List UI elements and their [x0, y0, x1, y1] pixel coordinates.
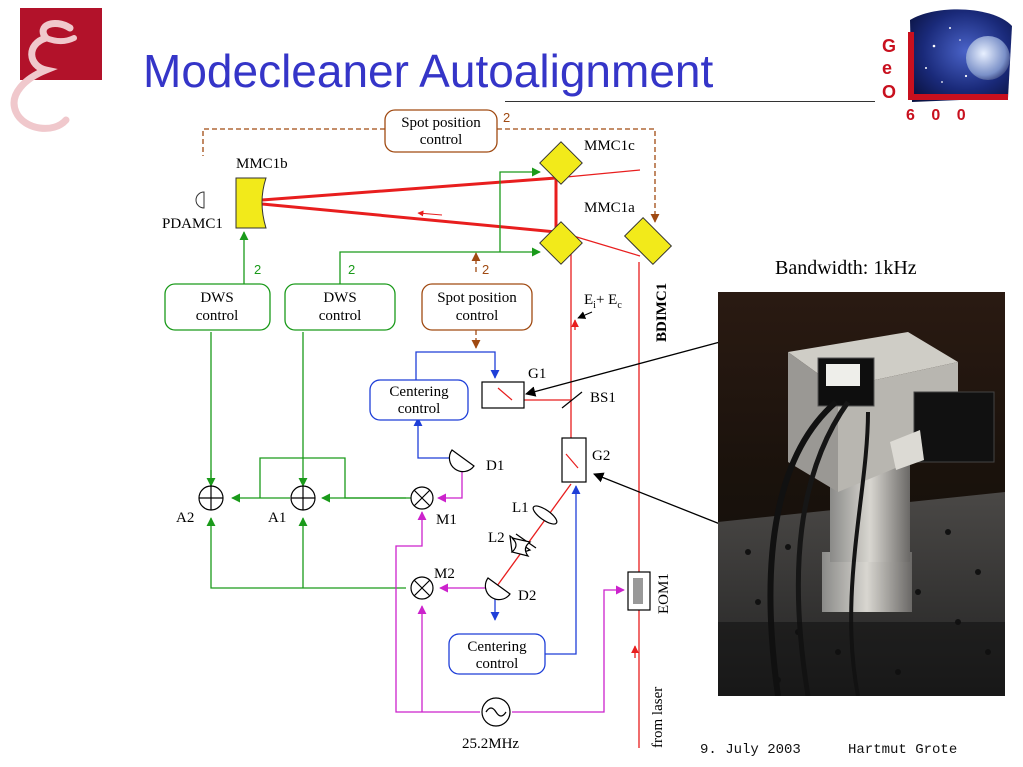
spot-top-line1: Spot position — [401, 115, 481, 131]
label-bdimc1: BDIMC1 — [654, 283, 670, 342]
g2-detector — [561, 437, 587, 483]
label-bs1: BS1 — [590, 390, 616, 406]
dws1-line1: DWS — [200, 290, 233, 306]
label-m2: M2 — [434, 566, 455, 582]
mount-photo — [718, 292, 1005, 696]
label-mmc1b: MMC1b — [236, 156, 288, 172]
logo-600: 6 0 0 — [906, 107, 972, 124]
m2-mixer — [410, 576, 434, 600]
label-n-dws2: 2 — [348, 262, 355, 277]
a2-adder — [198, 485, 224, 511]
label-g1: G1 — [528, 366, 546, 382]
centering-box-1 — [369, 379, 469, 421]
footer-date: 9. July 2003 — [700, 742, 801, 758]
bdimc1-mirror — [623, 216, 673, 266]
centering2-line2: control — [476, 656, 519, 672]
g1-detector — [481, 381, 525, 409]
label-a2: A2 — [176, 510, 194, 526]
centering-signal-lines — [413, 351, 581, 655]
dws1-line2: control — [196, 308, 239, 324]
label-pdamc1: PDAMC1 — [162, 216, 223, 232]
ec-sub: c — [617, 300, 622, 311]
oscillator — [481, 697, 511, 727]
spot-position-box-mid — [421, 283, 533, 331]
dws-signal-lines — [206, 167, 541, 589]
spot-mid-line2: control — [456, 308, 499, 324]
bs1-splitter — [561, 391, 583, 409]
logo-g: G — [882, 36, 896, 56]
centering2-line1: Centering — [467, 639, 527, 655]
input-beams — [496, 248, 640, 748]
ei-e: E — [584, 292, 593, 308]
spot-top-line2: control — [420, 132, 463, 148]
label-d1: D1 — [486, 458, 504, 474]
dws2-line1: DWS — [323, 290, 356, 306]
spot-position-box-top — [384, 109, 498, 153]
photo-pointers — [524, 311, 721, 525]
title-underline — [505, 101, 875, 102]
d2-photodiode — [484, 577, 511, 601]
pdamc1-photodiode — [195, 191, 205, 209]
centering1-line2: control — [398, 401, 441, 417]
label-g2: G2 — [592, 448, 610, 464]
d1-photodiode — [448, 449, 475, 473]
label-eom1: EOM1 — [656, 573, 672, 614]
label-m1: M1 — [436, 512, 457, 528]
centering1-line1: Centering — [389, 384, 449, 400]
dws2-line2: control — [319, 308, 362, 324]
geo600-logo: G e O 6 0 0 — [882, 9, 1012, 124]
label-from-laser: from laser — [650, 687, 666, 748]
ei-sub: i — [593, 300, 596, 311]
label-d2: D2 — [518, 588, 536, 604]
label-a1: A1 — [268, 510, 286, 526]
l1-lens — [532, 505, 558, 525]
logo-e: e — [882, 58, 892, 78]
label-mmc1a: MMC1a — [584, 200, 635, 216]
spot-feedback-loop — [202, 128, 660, 349]
footer-author: Hartmut Grote — [848, 742, 958, 758]
label-n-spot-mid: 2 — [482, 262, 489, 277]
mmc1c-mirror — [539, 141, 583, 185]
label-n-dws1: 2 — [254, 262, 261, 277]
rf-demod-lines — [395, 470, 625, 713]
a1-adder — [290, 485, 316, 511]
label-l1: L1 — [512, 500, 529, 516]
label-l2: L2 — [488, 530, 505, 546]
label-osc: 25.2MHz — [462, 736, 519, 752]
photo-caption: Bandwidth: 1kHz — [775, 257, 917, 279]
spot-mid-line1: Spot position — [437, 290, 517, 306]
label-n-top: 2 — [503, 110, 510, 125]
component-labels: MMC1b MMC1c MMC1a PDAMC1 BDIMC1 Ei+ Ec G… — [162, 110, 672, 752]
logo-o: O — [882, 82, 896, 102]
aei-logo: ξ — [10, 8, 102, 132]
ei-plus: + E — [596, 292, 617, 308]
mmc1a-mirror — [539, 221, 583, 265]
centering-box-2 — [448, 633, 546, 675]
dws-box-2 — [284, 283, 396, 331]
box-labels: Spot position control Spot position cont… — [196, 115, 527, 672]
m1-mixer — [410, 486, 434, 510]
label-ei-ec: Ei+ Ec — [584, 292, 622, 311]
mmc1b-mirror — [235, 177, 267, 229]
label-mmc1c: MMC1c — [584, 138, 635, 154]
slide-title: Modecleaner Autoalignment — [143, 45, 714, 97]
dws-box-1 — [164, 283, 271, 331]
